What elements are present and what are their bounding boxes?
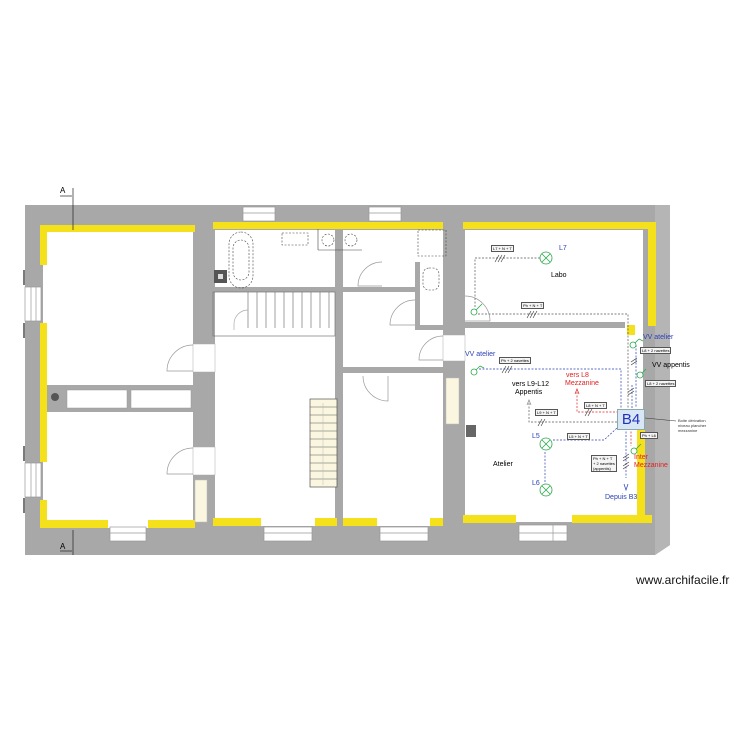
cable-tag-l9: L9 + N + T (535, 409, 558, 416)
room-label-labo: Labo (551, 272, 567, 279)
switch-label-vv-appentis: VV appentis (652, 362, 690, 369)
circuit-grey (528, 403, 617, 423)
annotation-appentis: Appentis (515, 389, 543, 396)
windows (24, 206, 568, 542)
bathroom-fixtures (228, 229, 447, 291)
light-label-l5: L5 (532, 433, 540, 440)
cable-tag-l8-2navettes-b: L8 + 2 navettes (645, 380, 677, 387)
boiler-icon (51, 393, 59, 401)
light-l6-icon (539, 483, 553, 497)
room-label-atelier: Atelier (493, 461, 513, 468)
section-line-a (60, 188, 74, 555)
cable-ticks (494, 254, 638, 470)
dividing-shelves (66, 389, 192, 409)
door-openings (192, 334, 466, 476)
cable-tag-l5: L5 + N + T (567, 433, 590, 440)
annotation-vers-l9-l12: vers L9-L12 (512, 381, 549, 388)
ventilation-duct (336, 229, 342, 373)
wall-recess (466, 425, 476, 437)
watermark: www.archifacile.fr (636, 573, 730, 587)
switch-label-vv-atelier-right: VV atelier (643, 334, 674, 341)
light-l5-icon (539, 437, 553, 451)
direction-arrows (526, 388, 629, 492)
leader-line (644, 417, 677, 422)
switch-label-inter-mezzanine: Inter Mezzanine (634, 454, 668, 469)
cable-tag-ph-l6: Ph + L6 (640, 432, 658, 439)
insulation-lining (40, 222, 656, 528)
circuit-red (576, 392, 632, 446)
cable-tag-ph-labo: Ph + N + T (521, 302, 545, 309)
annotation-vers-l8: vers L8 (566, 372, 589, 379)
section-marker-top: A (60, 186, 66, 195)
junction-box-b4: B4 (617, 409, 645, 430)
annotation-mezzanine: Mezzanine (565, 380, 599, 387)
stair-landings (194, 377, 460, 523)
junction-box-note: Boite dérivation niveau plancher mezzani… (678, 418, 707, 433)
cable-tag-ph-2navettes: Ph + 2 navettes (499, 357, 531, 364)
switch-icons (470, 303, 647, 455)
light-label-l7: L7 (559, 245, 567, 252)
light-l7-icon (539, 251, 553, 265)
cable-tag-l8-2navettes: L8 + 2 navettes (640, 347, 672, 354)
circuit-labo (474, 257, 629, 408)
doors (166, 261, 491, 475)
cable-tag-l8: L8 + N + T (584, 402, 607, 409)
staircase-mezzanine (309, 398, 338, 488)
switch-label-vv-atelier-left: VV atelier (465, 351, 496, 358)
light-label-l6: L6 (532, 480, 540, 487)
annotation-depuis-b3: Depuis B3 (605, 494, 638, 501)
cable-tag-l7: L7 + N + T (491, 245, 514, 252)
section-marker-bottom: A (60, 542, 66, 551)
room-floors (43, 230, 650, 528)
bathroom-divider (317, 229, 362, 251)
staircase-upper (212, 291, 336, 337)
cable-tag-ph-nt-navettes: Ph + N + T + 2 navettes (appentis) (591, 455, 617, 472)
chimney-flue (214, 270, 227, 283)
circuit-blue (479, 345, 637, 484)
